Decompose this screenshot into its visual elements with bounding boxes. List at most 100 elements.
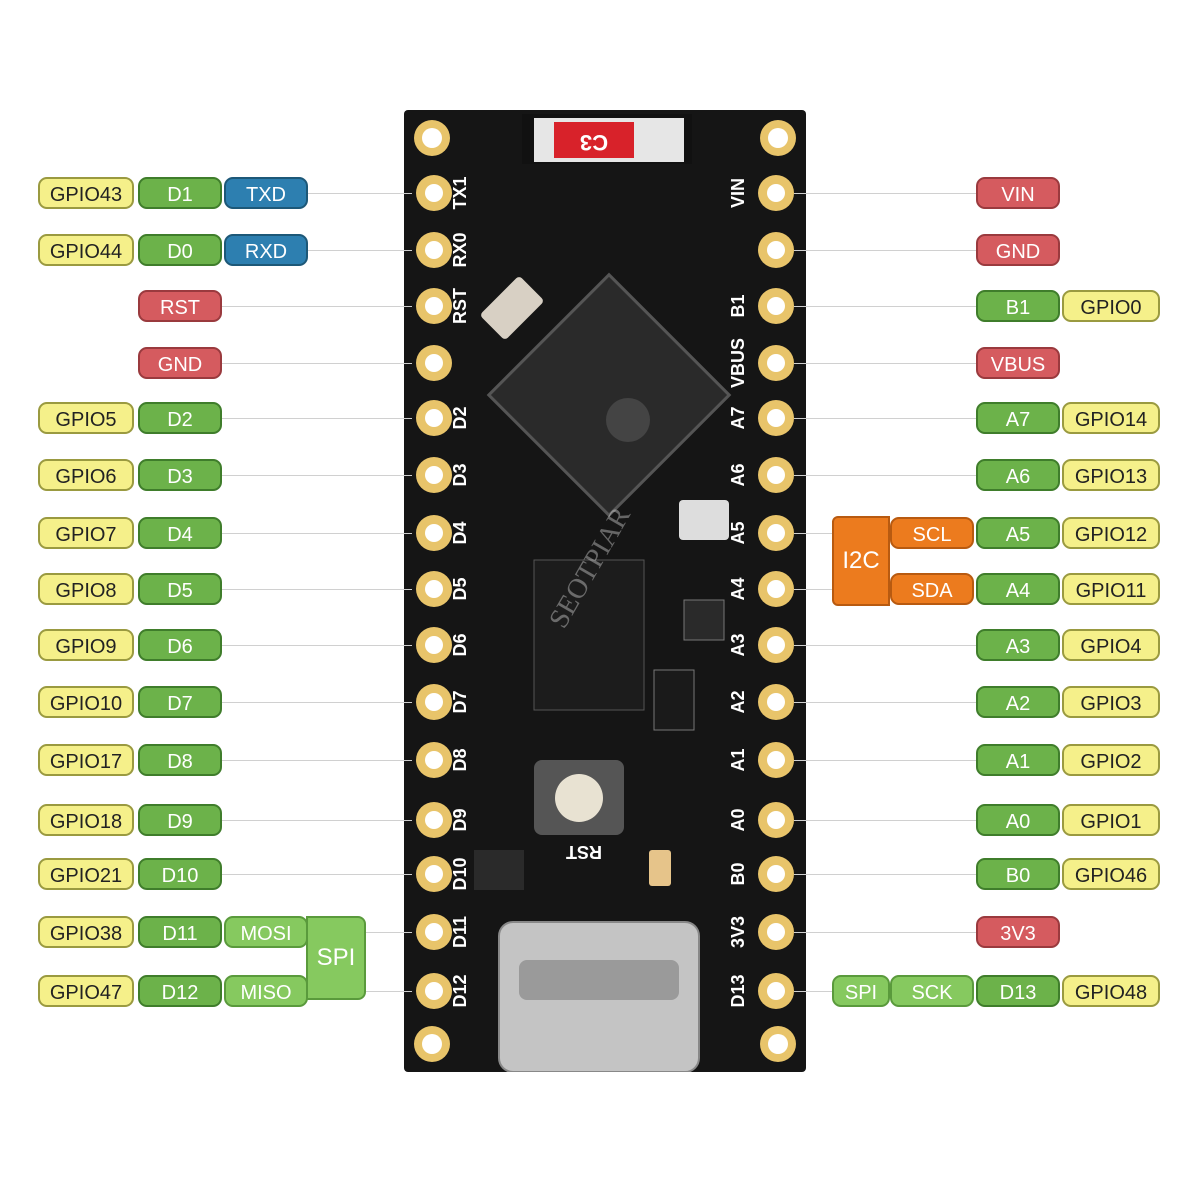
- gpio-label: GPIO2: [1062, 744, 1160, 776]
- leader-line: [222, 418, 412, 419]
- silk-label-right: VBUS: [728, 338, 748, 388]
- leader-line: [222, 820, 412, 821]
- silk-label-left: D8: [450, 748, 470, 771]
- silk-label-left: D5: [450, 577, 470, 600]
- silk-label-left: RX0: [450, 232, 470, 267]
- power-pin-label: RST: [138, 290, 222, 322]
- pad-hole: [425, 241, 443, 259]
- leader-line: [308, 250, 412, 251]
- pad-hole: [767, 982, 785, 1000]
- analog-pin-label: A1: [976, 744, 1060, 776]
- pad-hole: [767, 865, 785, 883]
- leader-line: [794, 589, 832, 590]
- gpio-label: GPIO5: [38, 402, 134, 434]
- pad-hole: [767, 466, 785, 484]
- silk-label-right: 3V3: [728, 916, 748, 948]
- gpio-label: GPIO12: [1062, 517, 1160, 549]
- gpio-label: GPIO13: [1062, 459, 1160, 491]
- silk-label-right: A6: [728, 463, 748, 486]
- uart-function-label: RXD: [224, 234, 308, 266]
- analog-pin-label: A7: [976, 402, 1060, 434]
- gpio-label: GPIO43: [38, 177, 134, 209]
- pad-hole: [767, 524, 785, 542]
- i2c-function-label: SDA: [890, 573, 974, 605]
- gpio-label: GPIO8: [38, 573, 134, 605]
- power-pin-label: 3V3: [976, 916, 1060, 948]
- uart-function-label: TXD: [224, 177, 308, 209]
- leader-line: [308, 193, 412, 194]
- leader-line: [794, 820, 976, 821]
- leader-line: [222, 589, 412, 590]
- pad-hole: [425, 409, 443, 427]
- gpio-label: GPIO46: [1062, 858, 1160, 890]
- leader-line: [222, 306, 412, 307]
- leader-line: [794, 306, 976, 307]
- pad-hole: [425, 580, 443, 598]
- gpio-label: GPIO47: [38, 975, 134, 1007]
- digital-pin-label: D1: [138, 177, 222, 209]
- digital-pin-label: D12: [138, 975, 222, 1007]
- silk-label-right: VIN: [728, 178, 748, 208]
- digital-pin-label: D5: [138, 573, 222, 605]
- digital-pin-label: D11: [138, 916, 222, 948]
- power-pin-label: GND: [138, 347, 222, 379]
- chip-label: C3: [580, 130, 608, 155]
- silk-label-left: D4: [450, 521, 470, 544]
- leader-line: [794, 760, 976, 761]
- silk-label-left: D11: [450, 916, 470, 948]
- digital-pin-label: D3: [138, 459, 222, 491]
- analog-pin-label: B0: [976, 858, 1060, 890]
- i2c-function-label: SCL: [890, 517, 974, 549]
- silk-label-right: A3: [728, 633, 748, 656]
- silk-label-right: A2: [728, 690, 748, 713]
- pad-hole: [767, 751, 785, 769]
- gpio-label: GPIO18: [38, 804, 134, 836]
- gpio-label: GPIO10: [38, 686, 134, 718]
- spi-group-right: SPI: [832, 975, 890, 1007]
- gpio-label: GPIO17: [38, 744, 134, 776]
- pad-hole: [767, 580, 785, 598]
- gpio-label: GPIO7: [38, 517, 134, 549]
- gpio-label: GPIO4: [1062, 629, 1160, 661]
- silk-label-right: A1: [728, 748, 748, 771]
- gpio-label: GPIO11: [1062, 573, 1160, 605]
- silk-label-left: RST: [450, 288, 470, 324]
- digital-pin-label: D7: [138, 686, 222, 718]
- leader-line: [222, 702, 412, 703]
- gpio-label: GPIO9: [38, 629, 134, 661]
- analog-pin-label: A4: [976, 573, 1060, 605]
- analog-pin-label: A5: [976, 517, 1060, 549]
- leader-line: [794, 645, 976, 646]
- digital-pin-label: D8: [138, 744, 222, 776]
- i2c-group-right: I2C: [832, 516, 890, 606]
- leader-line: [794, 418, 976, 419]
- digital-pin-label: D9: [138, 804, 222, 836]
- gpio-label: GPIO1: [1062, 804, 1160, 836]
- leader-line: [794, 874, 976, 875]
- leader-line: [794, 363, 976, 364]
- pad-hole: [767, 693, 785, 711]
- pad-hole: [767, 241, 785, 259]
- pad-hole: [767, 297, 785, 315]
- pad-hole: [425, 297, 443, 315]
- analog-pin-label: A2: [976, 686, 1060, 718]
- leader-line: [222, 533, 412, 534]
- silk-label-left: D2: [450, 406, 470, 429]
- silk-label-left: D9: [450, 808, 470, 831]
- analog-pin-label: D13: [976, 975, 1060, 1007]
- gpio-label: GPIO48: [1062, 975, 1160, 1007]
- gpio-label: GPIO14: [1062, 402, 1160, 434]
- leader-line: [794, 533, 832, 534]
- silk-label-right: B0: [728, 862, 748, 885]
- analog-pin-label: A6: [976, 459, 1060, 491]
- leader-line: [794, 250, 976, 251]
- digital-pin-label: D10: [138, 858, 222, 890]
- digital-pin-label: D4: [138, 517, 222, 549]
- power-pin-label: VIN: [976, 177, 1060, 209]
- silk-label-left: D10: [450, 857, 470, 890]
- pad-hole: [425, 751, 443, 769]
- pad-hole: [425, 982, 443, 1000]
- power-pin-label: GND: [976, 234, 1060, 266]
- leader-line: [222, 760, 412, 761]
